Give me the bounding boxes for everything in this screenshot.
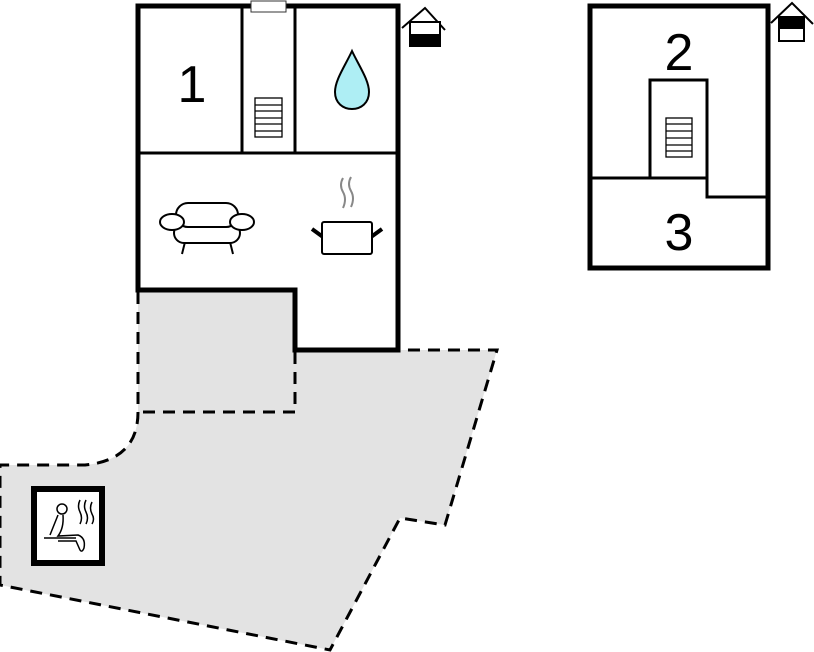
terrace — [0, 290, 500, 652]
house-floor-lower-icon — [401, 6, 446, 47]
room-label-3: 3 — [665, 204, 694, 262]
room-label-2: 2 — [665, 24, 694, 82]
building-upper-floor: 2 3 — [587, 1, 814, 271]
stairs-icon — [665, 117, 693, 158]
window-icon — [250, 0, 287, 13]
room-label-1: 1 — [178, 56, 207, 114]
house-floor-upper-icon — [770, 1, 814, 42]
sauna-icon — [31, 486, 105, 566]
stairs-icon — [254, 97, 283, 138]
water-drop-icon — [333, 48, 371, 111]
cooking-pot-icon — [310, 176, 384, 255]
sofa-icon — [159, 202, 255, 255]
building-ground-floor: 1 — [135, 0, 446, 353]
